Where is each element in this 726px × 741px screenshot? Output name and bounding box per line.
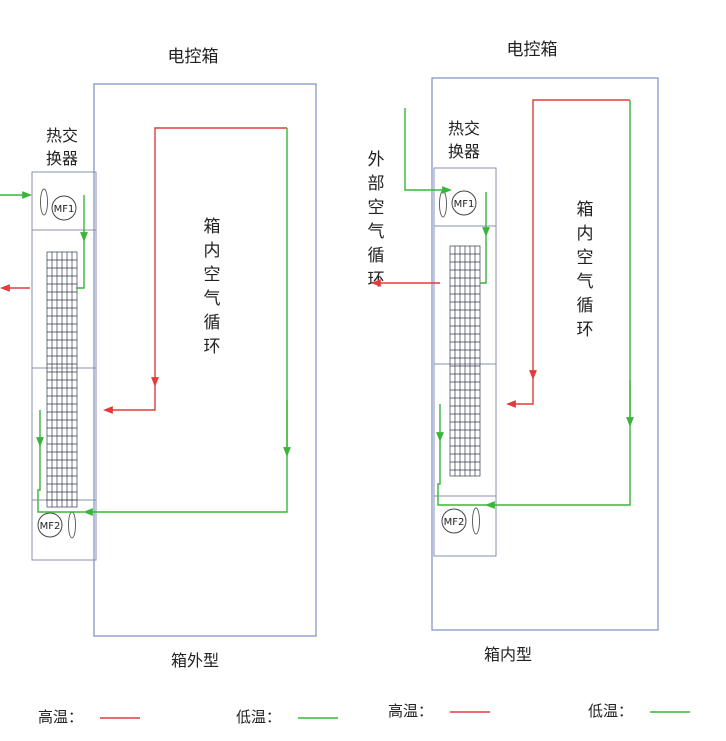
panel-left: 电控箱 热交 换器 箱 内 空 气 循 环 MF1 bbox=[0, 47, 317, 670]
svg-text:内: 内 bbox=[204, 241, 221, 261]
hx-right-label-line1: 热交 bbox=[448, 119, 480, 138]
legend-item-cold-2: 低温： bbox=[588, 702, 690, 720]
heat-exchanger-right-coil bbox=[449, 245, 481, 477]
svg-text:循: 循 bbox=[204, 313, 221, 333]
svg-text:低温：: 低温： bbox=[588, 702, 633, 720]
heat-exchanger-right-box bbox=[433, 167, 497, 557]
svg-text:循: 循 bbox=[368, 246, 385, 266]
hx-left-label-line2: 换器 bbox=[46, 149, 78, 168]
legend-item-hot-2: 高温： bbox=[388, 702, 490, 720]
panel-right: 电控箱 热交 换器 箱 内 空 气 循 环 外 部 空 气 循 环 bbox=[368, 40, 659, 664]
svg-text:空: 空 bbox=[368, 198, 385, 218]
airflow-right bbox=[371, 99, 634, 509]
legend: 高温： 低温： 高温： 低温： bbox=[38, 702, 690, 726]
airflow-left bbox=[0, 127, 291, 516]
svg-text:内: 内 bbox=[577, 224, 594, 244]
svg-text:箱: 箱 bbox=[577, 200, 594, 220]
svg-text:部: 部 bbox=[368, 174, 385, 194]
panel-left-type-label: 箱外型 bbox=[171, 651, 219, 670]
panel-left-title: 电控箱 bbox=[168, 47, 219, 67]
cabinet-left-box bbox=[93, 83, 317, 637]
svg-text:高温：: 高温： bbox=[388, 702, 433, 720]
svg-text:高温：: 高温： bbox=[38, 708, 83, 726]
svg-text:环: 环 bbox=[577, 320, 594, 340]
panel-right-type-label: 箱内型 bbox=[484, 645, 532, 664]
hx-right-label-line2: 换器 bbox=[448, 142, 480, 161]
svg-text:环: 环 bbox=[204, 337, 221, 357]
legend-item-cold-1: 低温： bbox=[236, 708, 338, 726]
svg-text:气: 气 bbox=[368, 222, 385, 242]
panel-right-title: 电控箱 bbox=[507, 40, 558, 60]
fan-mf1-right-label: MF1 bbox=[454, 199, 475, 210]
svg-text:空: 空 bbox=[204, 265, 221, 285]
fan-mf2-left-label: MF2 bbox=[40, 521, 61, 532]
hx-left-label-line1: 热交 bbox=[46, 126, 78, 145]
svg-text:外: 外 bbox=[368, 150, 385, 170]
svg-text:循: 循 bbox=[577, 296, 594, 316]
fan-mf2-left-icon: MF2 bbox=[37, 511, 76, 539]
svg-text:气: 气 bbox=[577, 272, 594, 292]
heat-exchanger-left-coil bbox=[46, 251, 78, 508]
fan-mf1-right-icon: MF1 bbox=[439, 190, 477, 218]
svg-text:空: 空 bbox=[577, 248, 594, 268]
inner-circulation-left-label: 箱 内 空 气 循 环 bbox=[204, 217, 221, 357]
inner-circulation-right-label: 箱 内 空 气 循 环 bbox=[577, 200, 594, 340]
outer-circulation-right-label: 外 部 空 气 循 环 bbox=[368, 150, 385, 290]
heat-exchanger-left-box bbox=[31, 171, 97, 561]
svg-text:气: 气 bbox=[204, 289, 221, 309]
svg-text:环: 环 bbox=[368, 270, 385, 290]
cabinet-right-box bbox=[431, 77, 659, 631]
fan-mf1-left-icon: MF1 bbox=[40, 188, 77, 221]
fan-mf2-right-label: MF2 bbox=[444, 517, 465, 528]
svg-text:箱: 箱 bbox=[204, 217, 221, 237]
fan-mf1-left-label: MF1 bbox=[54, 204, 75, 215]
legend-item-hot-1: 高温： bbox=[38, 708, 140, 726]
svg-text:低温：: 低温： bbox=[236, 708, 281, 726]
fan-mf2-right-icon: MF2 bbox=[441, 507, 480, 535]
